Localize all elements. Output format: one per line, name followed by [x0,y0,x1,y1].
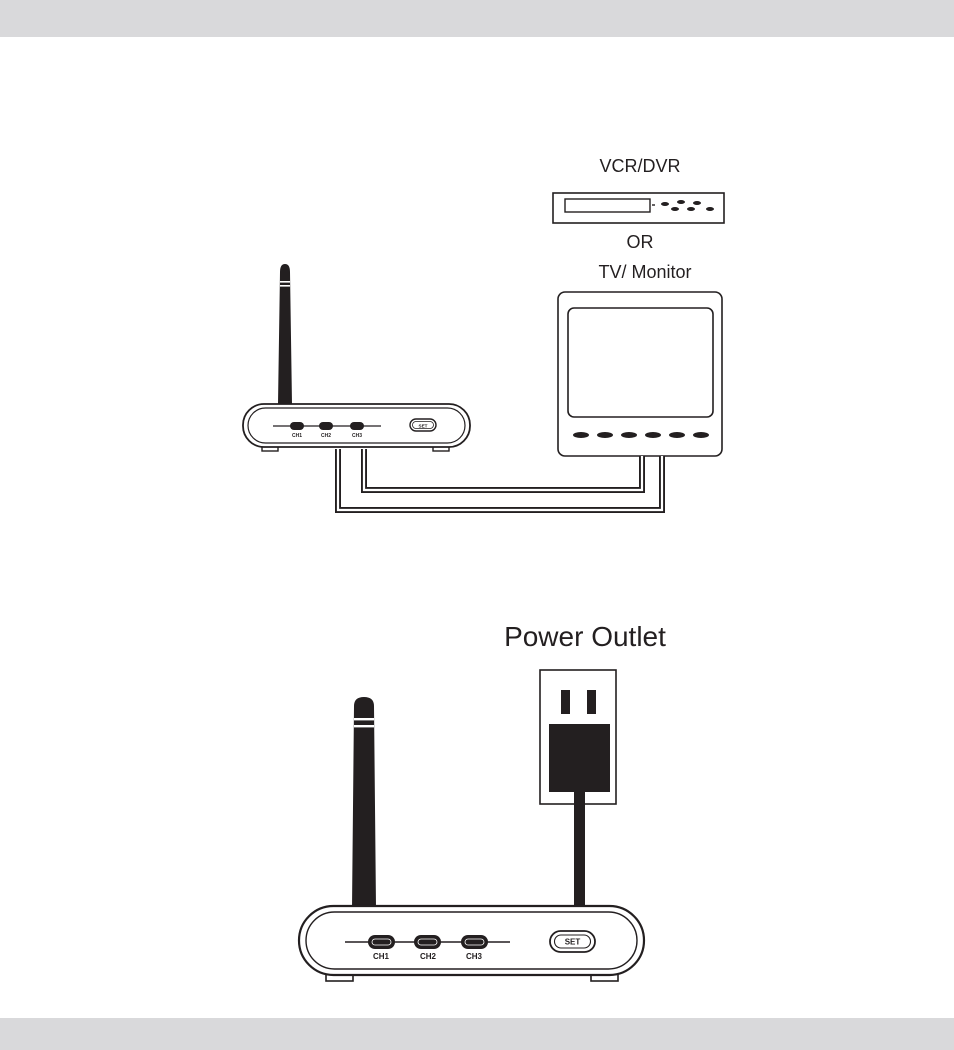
ch2-label-bottom: CH2 [420,952,437,961]
power-outlet [539,669,617,805]
antenna-top [278,264,292,404]
vcr-dvr-label: VCR/DVR [599,156,681,176]
set-button-top [409,418,437,432]
tv-monitor-label: TV/ Monitor [598,262,692,282]
ch1-label-bottom: CH1 [373,952,390,961]
plug-body [549,724,610,792]
ch3-label-top: CH3 [352,433,362,439]
plug-prong-right [587,690,596,714]
tv-buttons [573,432,709,438]
tv-monitor-device [557,291,723,457]
channel-switches-top [290,422,364,430]
antenna-bottom [352,697,376,908]
bottom-band [0,1018,954,1050]
ch1-label-top: CH1 [292,433,302,439]
channel-switches-bottom [368,935,488,949]
set-label-bottom: SET [565,938,581,947]
plug-prong-left [561,690,570,714]
ch2-label-top: CH2 [321,433,331,439]
set-button-bottom [549,930,596,953]
receiver-top: CH1 CH2 CH3 SET [242,264,471,452]
or-label: OR [626,232,654,252]
receiver-bottom: CH1 CH2 CH3 SET [297,697,646,982]
power-cord [574,790,585,908]
set-label-top: SET [419,423,428,428]
top-band [0,0,954,37]
power-outlet-label: Power Outlet [504,621,666,652]
av-cables [335,449,665,513]
ch3-label-bottom: CH3 [466,952,483,961]
vcr-dvr-device [552,192,725,224]
